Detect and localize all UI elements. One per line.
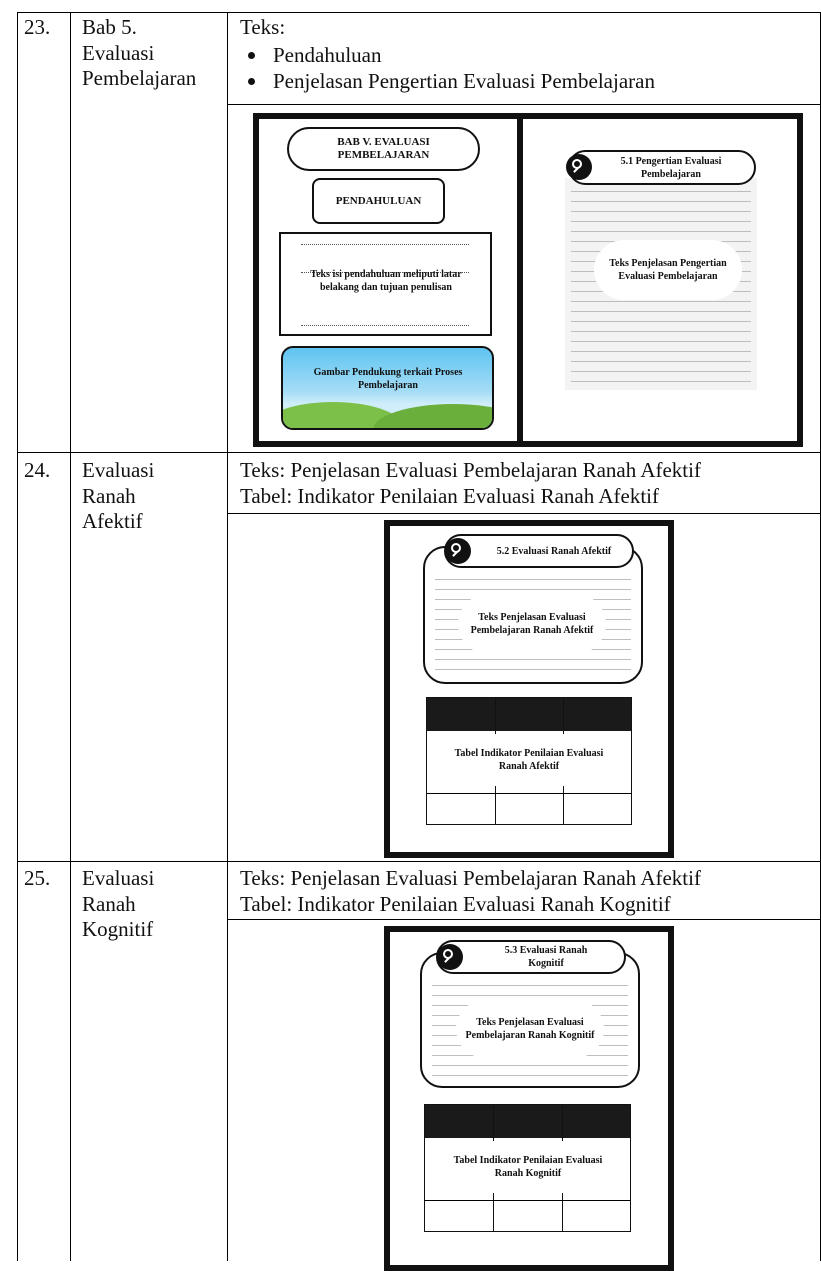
text-line: Teks: Penjelasan Evaluasi Pembelajaran R…	[240, 458, 701, 482]
table-label-text: Tabel Indikator Penilaian Evaluasi Ranah…	[453, 1155, 603, 1179]
chapter-title-text: BAB V. EVALUASI PEMBELAJARAN	[337, 136, 430, 161]
dotted-line	[301, 272, 469, 273]
search-icon	[437, 944, 463, 970]
section-text: Teks Penjelasan Evaluasi Pembelajaran Ra…	[470, 612, 594, 636]
intro-heading-text: PENDAHULUAN	[335, 194, 422, 207]
list-item: Penjelasan Pengertian Evaluasi Pembelaja…	[240, 68, 655, 94]
table-row-line	[427, 793, 631, 794]
intro-text: Teks isi pendahuluan meliputi latar bela…	[310, 269, 462, 293]
table-label: Tabel Indikator Penilaian Evaluasi Ranah…	[445, 734, 613, 786]
table-header-band	[427, 698, 631, 731]
table-left-border	[17, 12, 18, 1261]
row-title: Evaluasi Ranah Afektif	[82, 458, 155, 533]
content-bullet-list: Pendahuluan Penjelasan Pengertian Evalua…	[240, 42, 655, 94]
row-divider	[17, 861, 820, 862]
row-title: Evaluasi Ranah Kognitif	[82, 866, 155, 941]
search-icon	[445, 538, 471, 564]
cell-divider	[227, 104, 820, 105]
section-heading-text: 5.1 Pengertian Evaluasi Pembelajaran	[620, 155, 722, 180]
cell-divider	[227, 513, 820, 514]
text-label: Teks:	[240, 15, 286, 39]
dotted-line	[301, 244, 469, 245]
row-title: Bab 5. Evaluasi Pembelajaran	[82, 15, 197, 90]
section-heading-text: 5.2 Evaluasi Ranah Afektif	[496, 545, 612, 557]
table-top-border	[17, 12, 820, 13]
title-column-divider	[227, 12, 228, 1261]
image-caption: Gambar Pendukung terkait Proses Pembelaj…	[313, 367, 463, 391]
text-line: Tabel: Indikator Penilaian Evaluasi Rana…	[240, 892, 671, 916]
cell-divider	[227, 919, 820, 920]
row-divider	[17, 452, 820, 453]
text-line: Teks: Penjelasan Evaluasi Pembelajaran R…	[240, 866, 701, 890]
search-icon	[566, 154, 592, 180]
table-mockup: Tabel Indikator Penilaian Evaluasi Ranah…	[424, 1104, 631, 1232]
section-heading-text: 5.3 Evaluasi Ranah Kognitif	[504, 945, 588, 969]
section-text: Teks Penjelasan Evaluasi Pembelajaran Ra…	[465, 1017, 595, 1041]
section-heading-pill: 5.2 Evaluasi Ranah Afektif	[444, 534, 634, 568]
row-number: 25.	[24, 866, 51, 890]
section-text-label: Teks Penjelasan Evaluasi Pembelajaran Ra…	[456, 1000, 604, 1058]
section-text-label: Teks Penjelasan Pengertian Evaluasi Pemb…	[594, 240, 742, 300]
table-label: Tabel Indikator Penilaian Evaluasi Ranah…	[443, 1141, 613, 1193]
section-text: Teks Penjelasan Pengertian Evaluasi Pemb…	[609, 258, 727, 282]
intro-text-box: Teks isi pendahuluan meliputi latar bela…	[279, 232, 492, 336]
intro-heading-box: PENDAHULUAN	[312, 178, 445, 224]
dotted-line	[301, 325, 469, 326]
chapter-title-pill: BAB V. EVALUASI PEMBELAJARAN	[287, 127, 480, 171]
section-text-label: Teks Penjelasan Evaluasi Pembelajaran Ra…	[458, 594, 606, 654]
table-mockup: Tabel Indikator Penilaian Evaluasi Ranah…	[426, 697, 632, 825]
supporting-image-placeholder: Gambar Pendukung terkait Proses Pembelaj…	[281, 346, 494, 430]
table-row-line	[425, 1200, 630, 1201]
section-heading-pill: 5.3 Evaluasi Ranah Kognitif	[436, 940, 626, 974]
text-line: Tabel: Indikator Penilaian Evaluasi Rana…	[240, 484, 659, 508]
section-heading-pill: 5.1 Pengertian Evaluasi Pembelajaran	[568, 150, 756, 185]
list-item: Pendahuluan	[240, 42, 655, 68]
table-header-band	[425, 1105, 630, 1138]
number-column-divider	[70, 12, 71, 1261]
row-number: 24.	[24, 458, 51, 482]
table-label-text: Tabel Indikator Penilaian Evaluasi Ranah…	[454, 748, 604, 772]
hill-shape	[373, 404, 492, 428]
row-number: 23.	[24, 15, 51, 39]
